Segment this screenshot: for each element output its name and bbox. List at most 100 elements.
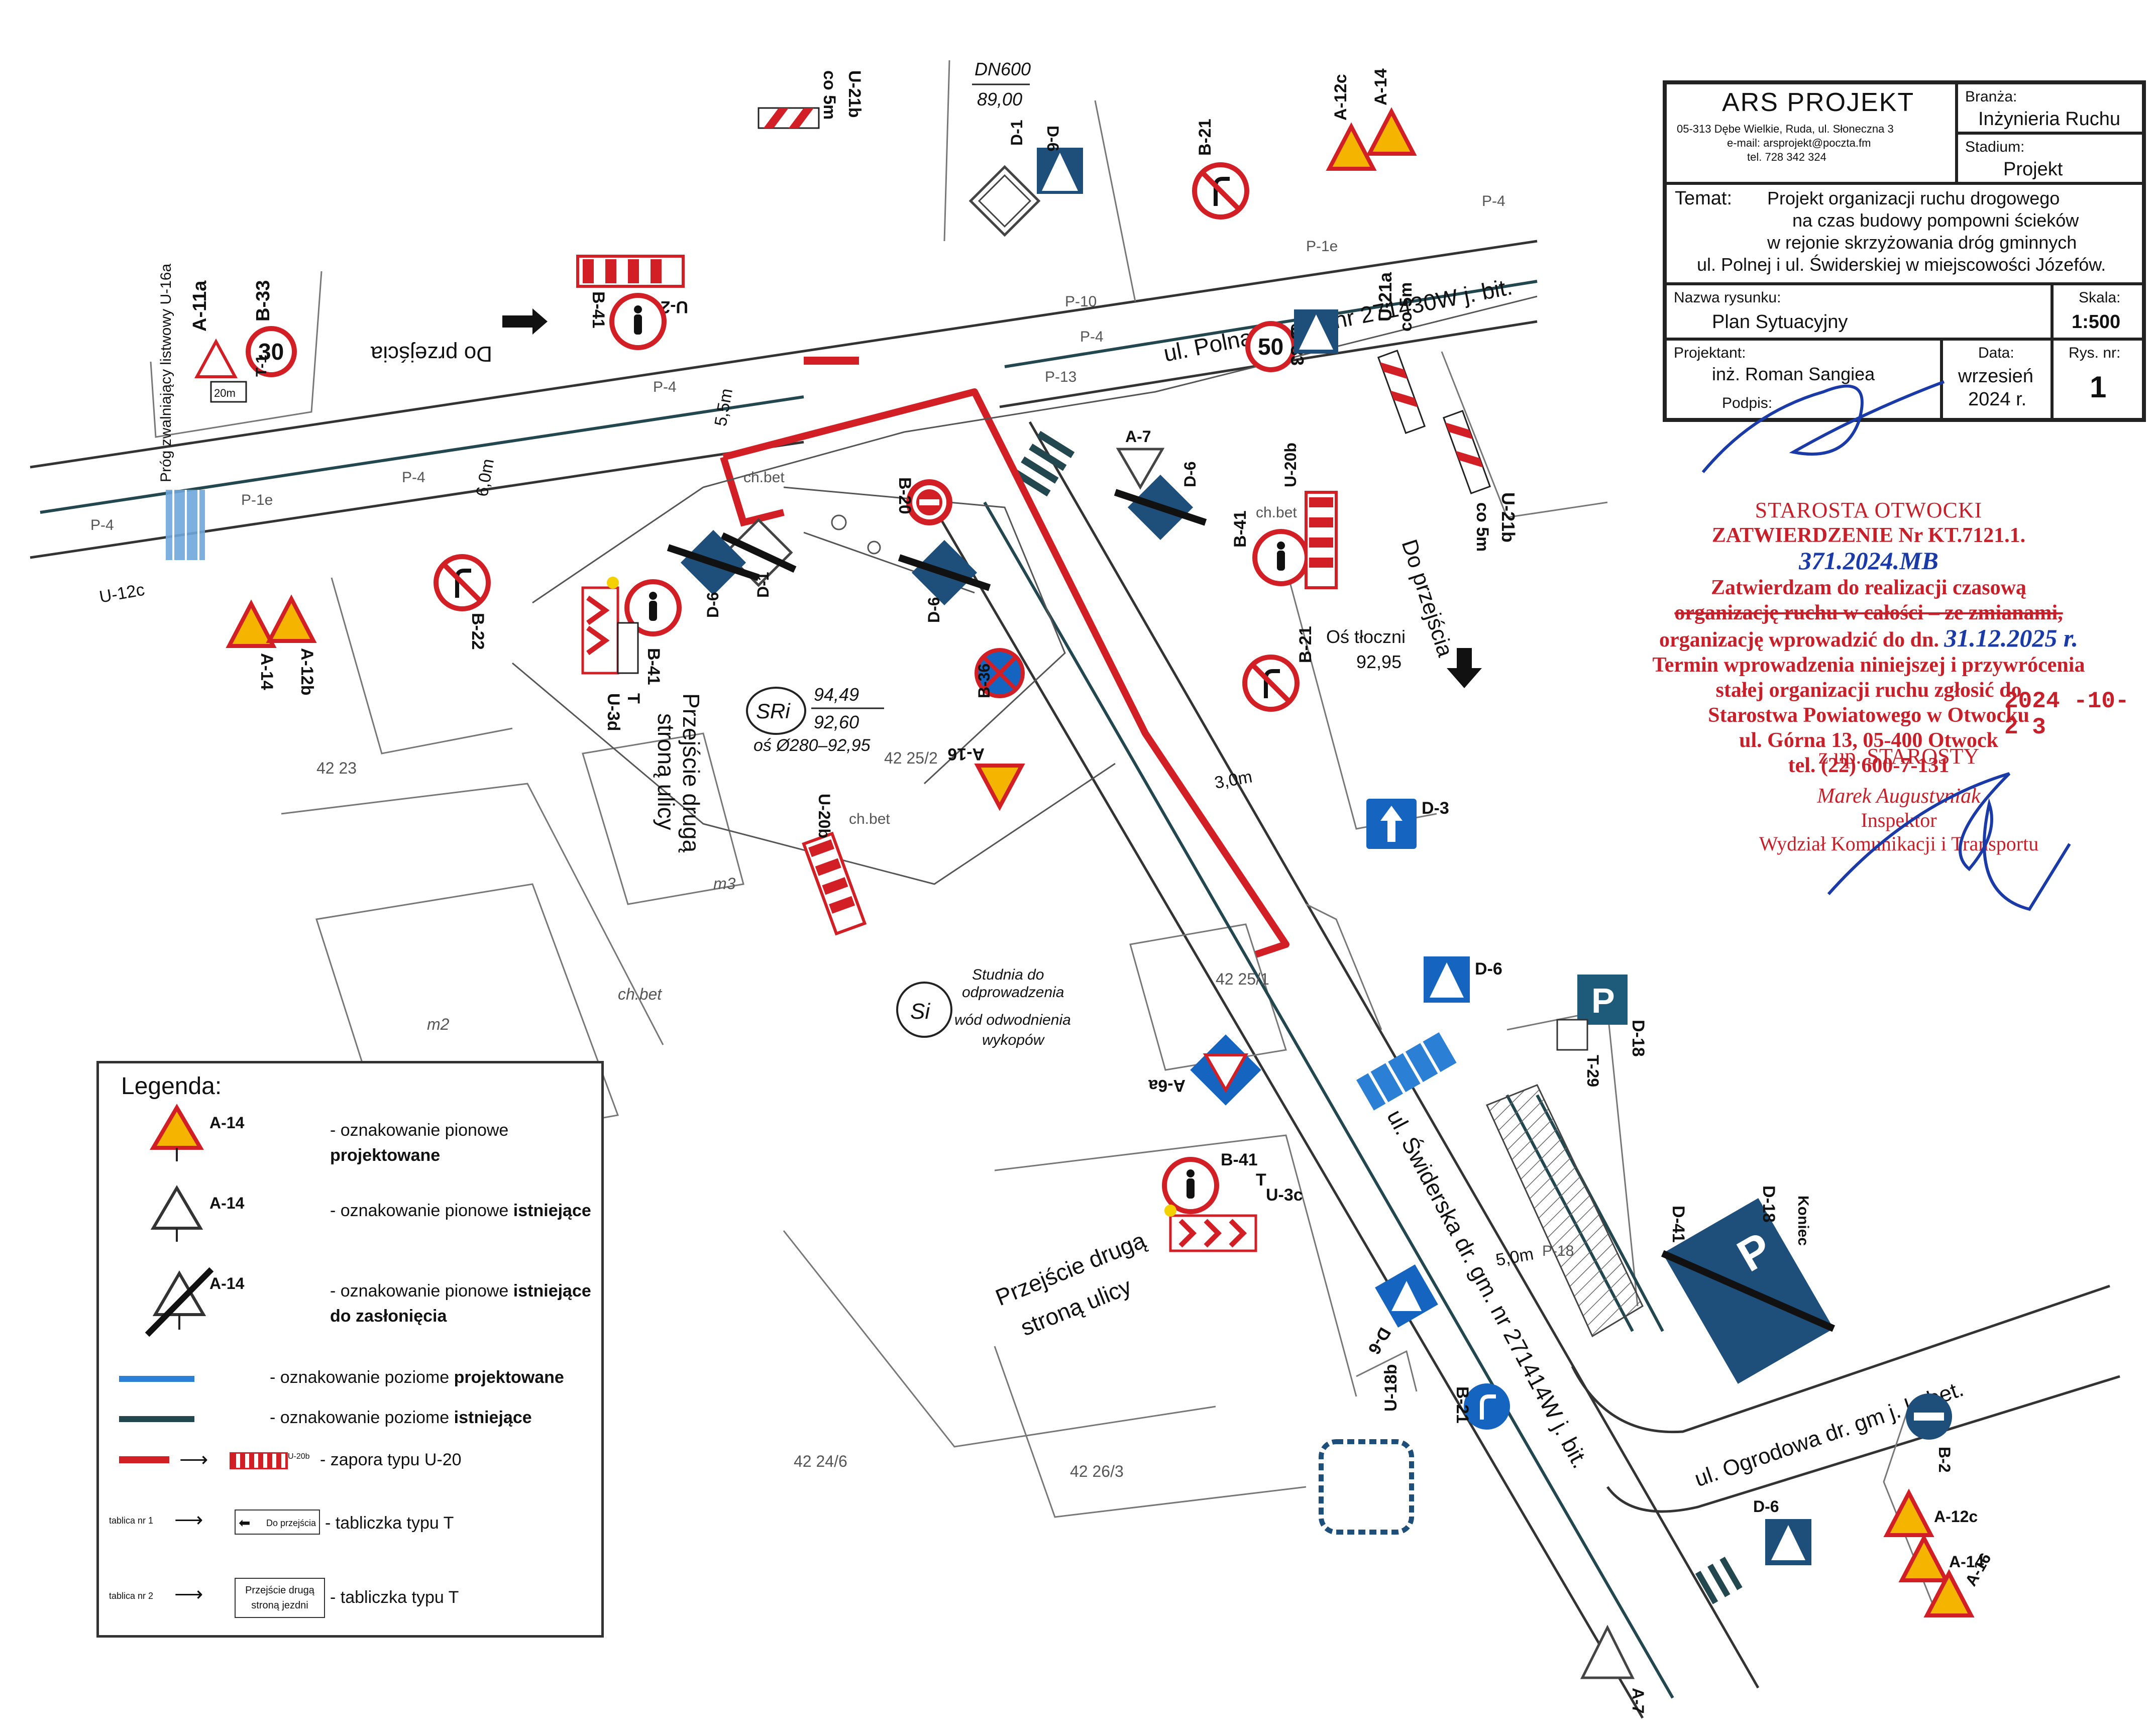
temat-cell: Temat: Projekt organizacji ruchu drogowe… (1665, 183, 2143, 284)
nazwa-cell: Nazwa rysunku: Plan Sytuacyjny (1665, 284, 2052, 339)
u16a-label: Próg zwalniający listwowy U-16a (158, 264, 174, 482)
marking-label: P-4 (402, 469, 425, 486)
sign-a12c-top: A-12c (1329, 74, 1373, 169)
sign-d3: D-3 (1366, 799, 1449, 849)
arrow-icon: ⟶ (179, 1449, 208, 1471)
skala-cell: Skala: 1:500 (2052, 284, 2143, 339)
sign-a7-centre: A-7 (1116, 427, 1165, 490)
svg-text:B-22: B-22 (468, 613, 487, 650)
legend-text: - tabliczka typu T (325, 1514, 454, 1533)
svg-text:Oś tłoczni: Oś tłoczni (1326, 626, 1406, 647)
sign-a7-lower: A-7 (1580, 1625, 1647, 1714)
approval-stamp: STAROSTA OTWOCKI ZATWIERDZENIE Nr KT.712… (1648, 497, 2090, 778)
svg-text:A-11a: A-11a (189, 280, 210, 332)
designer-signature (1701, 380, 1945, 473)
existing-sign-icon (150, 1185, 203, 1242)
data-label: Data: (1978, 345, 2014, 361)
nazwa-value: Plan Sytuacyjny (1712, 311, 1848, 333)
marking-label: P-18 (1542, 1243, 1574, 1259)
plate-t1: 20m T-1 (210, 355, 270, 403)
t-left-code: T (624, 693, 643, 704)
stamp-approval-number: ZATWIERDZENIE Nr KT.7121.1. (1711, 524, 2026, 547)
svg-text:A-16: A-16 (947, 744, 985, 764)
sign-a14-left: A-14 (229, 604, 276, 690)
svg-text:oś Ø280–92,95: oś Ø280–92,95 (753, 736, 871, 755)
sign-u21a-right (1377, 350, 1426, 434)
svg-text:Do przejścia: Do przejścia (370, 342, 492, 366)
sign-u3d-left (581, 577, 619, 675)
legend-row: tablica nr 2 ⟶ Przejście drugą stroną je… (109, 1576, 591, 1631)
d18-lower-code: D-18 (1759, 1185, 1778, 1223)
marking-label: ch.bet (743, 469, 785, 486)
sign-d6-right (1294, 309, 1338, 354)
svg-text:30: 30 (258, 339, 284, 365)
temat-line: ul. Polnej i ul. Świderskiej w miejscowo… (1697, 254, 2106, 275)
svg-text:B-20: B-20 (895, 477, 914, 514)
svg-text:B-41: B-41 (589, 291, 608, 329)
dn600-label: DN600 89,00 (972, 59, 1031, 110)
sign-u21b-top: U-21b (758, 107, 820, 129)
stadium-value: Projekt (2003, 159, 2063, 180)
svg-text:B-2: B-2 (1935, 1447, 1954, 1473)
data-value-month: wrzesień (1958, 366, 2033, 387)
svg-text:D-18: D-18 (1629, 1020, 1648, 1057)
b41-left-code: B-41 (644, 648, 663, 685)
parcel-number: 42 23 (316, 759, 357, 777)
do-przejscia-plate: ⬅ Do przejścia (235, 1509, 320, 1535)
company-email: e-mail: arsprojekt@poczta.fm (1727, 137, 1871, 149)
svg-text:D-3: D-3 (1422, 799, 1449, 818)
d6-mid-code: D-6 (925, 597, 943, 623)
u20b-barrier-top: U-20b (576, 255, 688, 316)
svg-text:A-7: A-7 (1629, 1688, 1647, 1714)
u20-barrier-line-west (720, 456, 785, 527)
covered-sign-icon (145, 1267, 214, 1337)
sign-b22-left: B-22 (436, 557, 488, 650)
legend-box: Legenda: A-14 - oznakowanie pionowe proj… (96, 1061, 604, 1638)
svg-text:wód odwodnienia: wód odwodnienia (954, 1012, 1071, 1028)
stamp-line: tel. (22) 600-7-131 (1788, 754, 1950, 777)
temat-line: w rejonie skrzyżowania dróg gminnych (1767, 232, 2077, 253)
svg-text:D-6: D-6 (1475, 959, 1502, 979)
svg-text:P: P (1591, 981, 1615, 1020)
stamp-handwritten-number: 371.2024.MB (1799, 547, 1938, 575)
company-name: ARS PROJEKT (1722, 88, 1915, 117)
svg-text:92,60: 92,60 (814, 712, 859, 732)
do-przejscia-group: Do przejścia (370, 308, 548, 366)
sign-d6-crossed-mid (898, 539, 991, 606)
sign-a12b-left: A-12b (269, 599, 316, 695)
svg-text:A-14: A-14 (257, 653, 276, 690)
u20b-small-label: U-20b (288, 1452, 310, 1461)
skala-label: Skala: (2079, 289, 2121, 306)
koniec-plate: Koniec (1795, 1196, 1811, 1246)
stamp-line: ZATWIERDZENIE Nr KT.7121.1. 371.2024.MB (1648, 523, 2090, 575)
stamp-line: organizację ruchu w całości – ze zmianam… (1674, 601, 2063, 624)
svg-text:A-14: A-14 (1949, 1553, 1984, 1571)
parcel-number: 42 25/2 (884, 749, 938, 767)
stamp-line: Starostwa Powiatowego w Otwocku (1708, 704, 2029, 727)
sign-b21-lower: B-21 (1453, 1383, 1510, 1430)
marking-label: P-1e (1306, 238, 1338, 255)
sign-b36: B-36 (975, 648, 1025, 698)
stamp-line: Termin wprowadzenia niniejszej i przywró… (1652, 654, 2085, 677)
sign-d41-d18-crossed: P (1661, 1198, 1836, 1384)
legend-code: A-14 (209, 1114, 245, 1132)
rys-cell: Rys. nr: 1 (2052, 339, 2143, 419)
u21a-code: U-21a (1375, 272, 1395, 321)
marking-label: ch.bet (849, 811, 890, 827)
svg-text:B-41: B-41 (1221, 1150, 1258, 1169)
svg-text:A-12b: A-12b (297, 648, 316, 695)
svg-text:B-21: B-21 (1296, 626, 1315, 663)
co5m-right: co 5m (1396, 282, 1416, 332)
sign-b33-30: 30 B-33 (246, 280, 297, 377)
projected-marking-swatch (119, 1376, 194, 1382)
sign-a16-centre: A-16 (947, 744, 1025, 811)
parcel-number: 42 24/6 (794, 1452, 847, 1470)
legend-code: A-14 (209, 1194, 245, 1212)
svg-text:wykopów: wykopów (982, 1032, 1045, 1048)
u20b-barrier-centre (802, 831, 867, 936)
u21b-top-code: U-21b (845, 70, 864, 118)
sign-d6-lower: D-6 (1364, 1264, 1438, 1357)
legend-row: - oznakowanie poziome istniejące (109, 1405, 591, 1435)
svg-text:B-21: B-21 (1196, 119, 1215, 156)
przejscie-left-2: stroną ulicy (653, 713, 679, 830)
